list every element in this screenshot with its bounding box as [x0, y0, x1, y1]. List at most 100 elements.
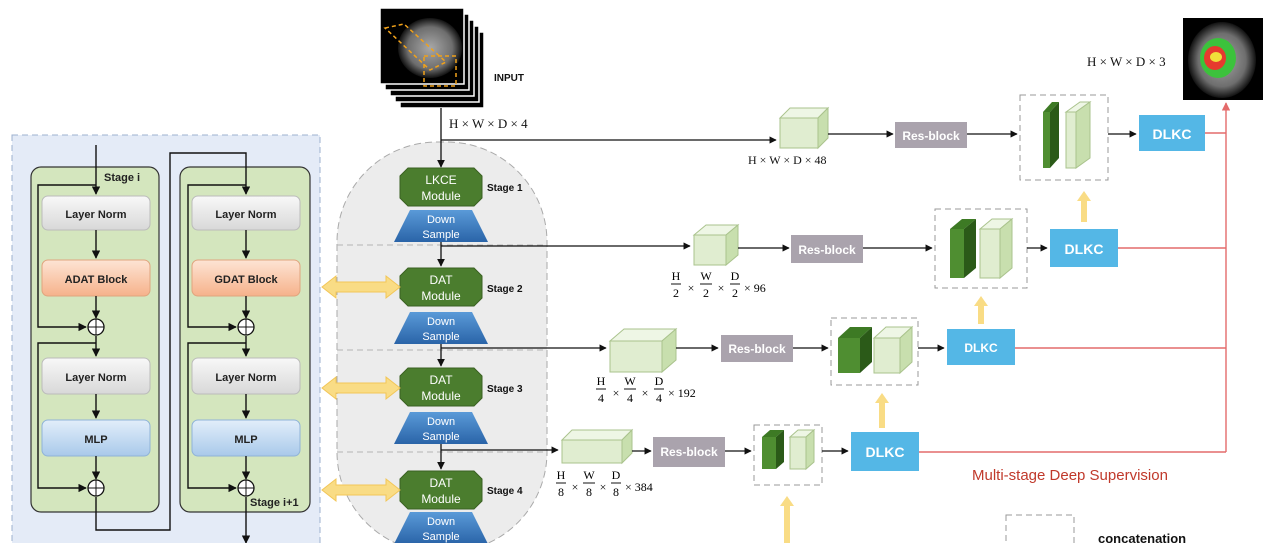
output-segmentation-image — [1183, 18, 1263, 100]
input-dim: H × W × D × 4 — [449, 116, 528, 131]
svg-text:Res-block: Res-block — [660, 445, 718, 459]
svg-text:D: D — [612, 468, 621, 482]
output-dim: H × W × D × 3 — [1087, 54, 1166, 69]
dat-module-4 — [399, 470, 483, 510]
lkce-module — [399, 167, 483, 207]
layer-norm-b1-label: Layer Norm — [215, 209, 276, 221]
up-arrow-icon — [875, 393, 889, 428]
svg-text:× 192: × 192 — [668, 386, 696, 400]
feature-cube-2 — [692, 223, 740, 267]
dlkc-4 — [851, 432, 919, 471]
svg-text:D: D — [655, 374, 664, 388]
svg-text:4: 4 — [627, 391, 633, 405]
deep-supervision-lines — [919, 102, 1231, 453]
svg-text:8: 8 — [558, 485, 564, 499]
svg-text:×: × — [600, 480, 607, 494]
add-icon-a1 — [87, 318, 105, 336]
svg-text:Module: Module — [421, 189, 461, 203]
svg-text:H: H — [557, 468, 566, 482]
layer-norm-a1-label: Layer Norm — [65, 209, 126, 221]
svg-text:W: W — [583, 468, 595, 482]
svg-text:×: × — [718, 281, 725, 295]
double-arrow-icon — [321, 274, 401, 300]
svg-text:4: 4 — [656, 391, 662, 405]
svg-text:DAT: DAT — [429, 273, 453, 287]
down-sample-4 — [394, 512, 488, 543]
stage-3: DAT Module Down Sample Stage 3 — [394, 367, 523, 444]
input-label: INPUT — [494, 73, 524, 84]
legend-concatenation: concatenation — [1005, 514, 1186, 543]
stage-2-label: Stage 2 — [487, 284, 523, 295]
stage-1: LKCE Module Down Sample Stage 1 — [394, 167, 523, 242]
feature-cube-4 — [560, 428, 634, 465]
svg-text:Res-block: Res-block — [798, 243, 856, 257]
feature-dim-2: H 2 × W 2 × D 2 × 96 — [671, 269, 766, 300]
svg-text:DLKC: DLKC — [866, 444, 905, 460]
svg-text:W: W — [700, 269, 712, 283]
dlkc-1 — [1139, 115, 1205, 151]
double-arrow-icon — [321, 375, 401, 401]
concat-block-1 — [1019, 94, 1109, 181]
dat-module-2 — [399, 267, 483, 307]
svg-text:Down: Down — [427, 416, 455, 428]
upsample-arrows — [780, 191, 1091, 543]
concat-block-2 — [934, 208, 1028, 289]
svg-text:×: × — [613, 386, 620, 400]
svg-text:×: × — [642, 386, 649, 400]
svg-text:Sample: Sample — [422, 431, 459, 443]
stage-1-label: Stage 1 — [487, 183, 523, 194]
deep-supervision-label: Multi-stage Deep Supervision — [972, 467, 1168, 484]
svg-text:Module: Module — [421, 289, 461, 303]
up-arrow-icon — [1077, 191, 1091, 222]
svg-text:DLKC: DLKC — [1065, 241, 1104, 257]
svg-text:W: W — [624, 374, 636, 388]
feature-cube-3 — [608, 327, 678, 374]
input-mri-stack — [379, 7, 485, 109]
dat-module-3 — [399, 367, 483, 407]
svg-text:LKCE: LKCE — [425, 173, 456, 187]
mlp-a-label: MLP — [84, 434, 107, 446]
res-block-1 — [895, 122, 967, 148]
concat-block-4 — [753, 424, 823, 486]
svg-text:Sample: Sample — [422, 229, 459, 241]
stage-i-label: Stage i — [104, 172, 140, 184]
concat-block-3 — [830, 317, 919, 386]
feature-dim-1: H × W × D × 48 — [748, 153, 827, 167]
stage-link-arrows — [321, 274, 401, 503]
up-arrow-icon — [780, 496, 794, 543]
down-sample-3 — [394, 412, 488, 444]
stage-2: DAT Module Down Sample Stage 2 — [394, 267, 523, 344]
svg-text:Sample: Sample — [422, 331, 459, 343]
svg-text:× 96: × 96 — [744, 281, 766, 295]
svg-text:Down: Down — [427, 516, 455, 528]
svg-text:×: × — [688, 281, 695, 295]
stage-4-label: Stage 4 — [487, 486, 523, 497]
svg-text:8: 8 — [613, 485, 619, 499]
down-sample-1 — [394, 210, 488, 242]
svg-text:Down: Down — [427, 214, 455, 226]
res-block-2 — [791, 235, 863, 263]
stage-i-plus-1-label: Stage i+1 — [250, 497, 299, 509]
transformer-detail-panel: Layer Norm ADAT Block Layer Norm MLP Sta… — [11, 134, 321, 543]
dlkc-3 — [947, 329, 1015, 365]
stage-3-label: Stage 3 — [487, 384, 523, 395]
svg-text:DLKC: DLKC — [1153, 126, 1192, 142]
res-block-4 — [653, 437, 725, 467]
svg-text:D: D — [731, 269, 740, 283]
dlkc-2 — [1050, 229, 1118, 267]
layer-norm-b2-label: Layer Norm — [215, 372, 276, 384]
stage-4: DAT Module Down Sample Stage 4 — [394, 470, 523, 543]
mlp-b-label: MLP — [234, 434, 257, 446]
up-arrow-icon — [974, 296, 988, 324]
svg-text:Down: Down — [427, 316, 455, 328]
svg-text:H: H — [597, 374, 606, 388]
svg-text:Res-block: Res-block — [902, 129, 960, 143]
svg-text:8: 8 — [586, 485, 592, 499]
svg-text:Sample: Sample — [422, 531, 459, 543]
svg-text:Module: Module — [421, 492, 461, 506]
svg-text:2: 2 — [732, 286, 738, 300]
feature-cube-1 — [778, 106, 830, 150]
svg-text:Res-block: Res-block — [728, 342, 786, 356]
add-icon-b1 — [237, 318, 255, 336]
adat-block-label: ADAT Block — [65, 274, 129, 286]
